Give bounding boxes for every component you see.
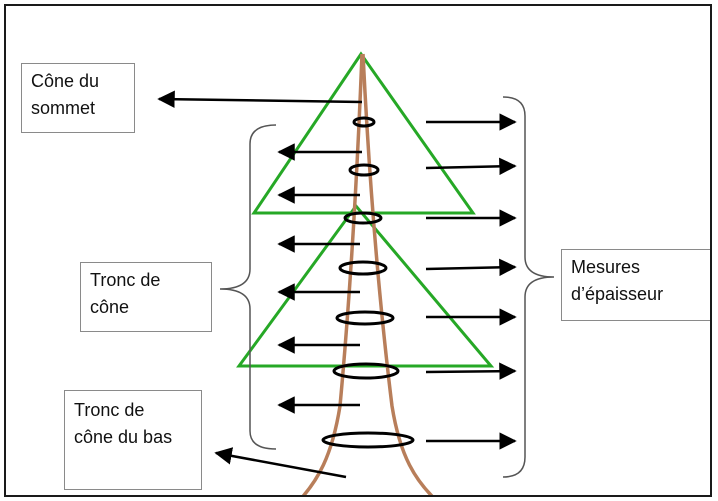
measurement-rings (321, 116, 415, 449)
label-line: cône du bas (74, 427, 173, 447)
curly-brace-icon (502, 96, 555, 478)
label-line: Tronc de (74, 400, 145, 420)
arrow-icon (157, 90, 363, 108)
label-line: sommet (31, 98, 96, 118)
arrow-icon (214, 447, 347, 479)
section-arrows (157, 90, 363, 479)
diagram-frame: Cône du sommet Tronc de cône Tronc de cô… (4, 4, 712, 497)
ring-icon (352, 116, 376, 128)
lower-cone-triangle (236, 203, 495, 368)
label-line: Cône du (31, 71, 100, 91)
label-measures: Mesures d’épaisseur (561, 249, 710, 321)
label-line: d’épaisseur (571, 284, 664, 304)
label-top-cone: Cône du sommet (21, 63, 135, 133)
ring-icon (343, 211, 383, 225)
measure-arrows (425, 113, 517, 450)
trunk-right-edge (361, 53, 434, 495)
arrow-icon (425, 362, 517, 380)
arrow-icon (425, 157, 517, 176)
ring-icon (338, 260, 388, 276)
ring-icon (335, 310, 395, 326)
label-line: Mesures (571, 257, 641, 277)
curly-brace-icon (219, 124, 277, 450)
label-bottom-trunk: Tronc de cône du bas (64, 390, 202, 490)
ring-icon (348, 163, 380, 177)
ring-icon (332, 362, 400, 380)
label-line: Tronc de (90, 270, 161, 290)
label-line: cône (90, 297, 130, 317)
arrow-icon (425, 258, 517, 277)
label-trunk-cone: Tronc de cône (80, 262, 212, 332)
tree-diagram (157, 51, 555, 495)
ring-icon (321, 431, 415, 449)
